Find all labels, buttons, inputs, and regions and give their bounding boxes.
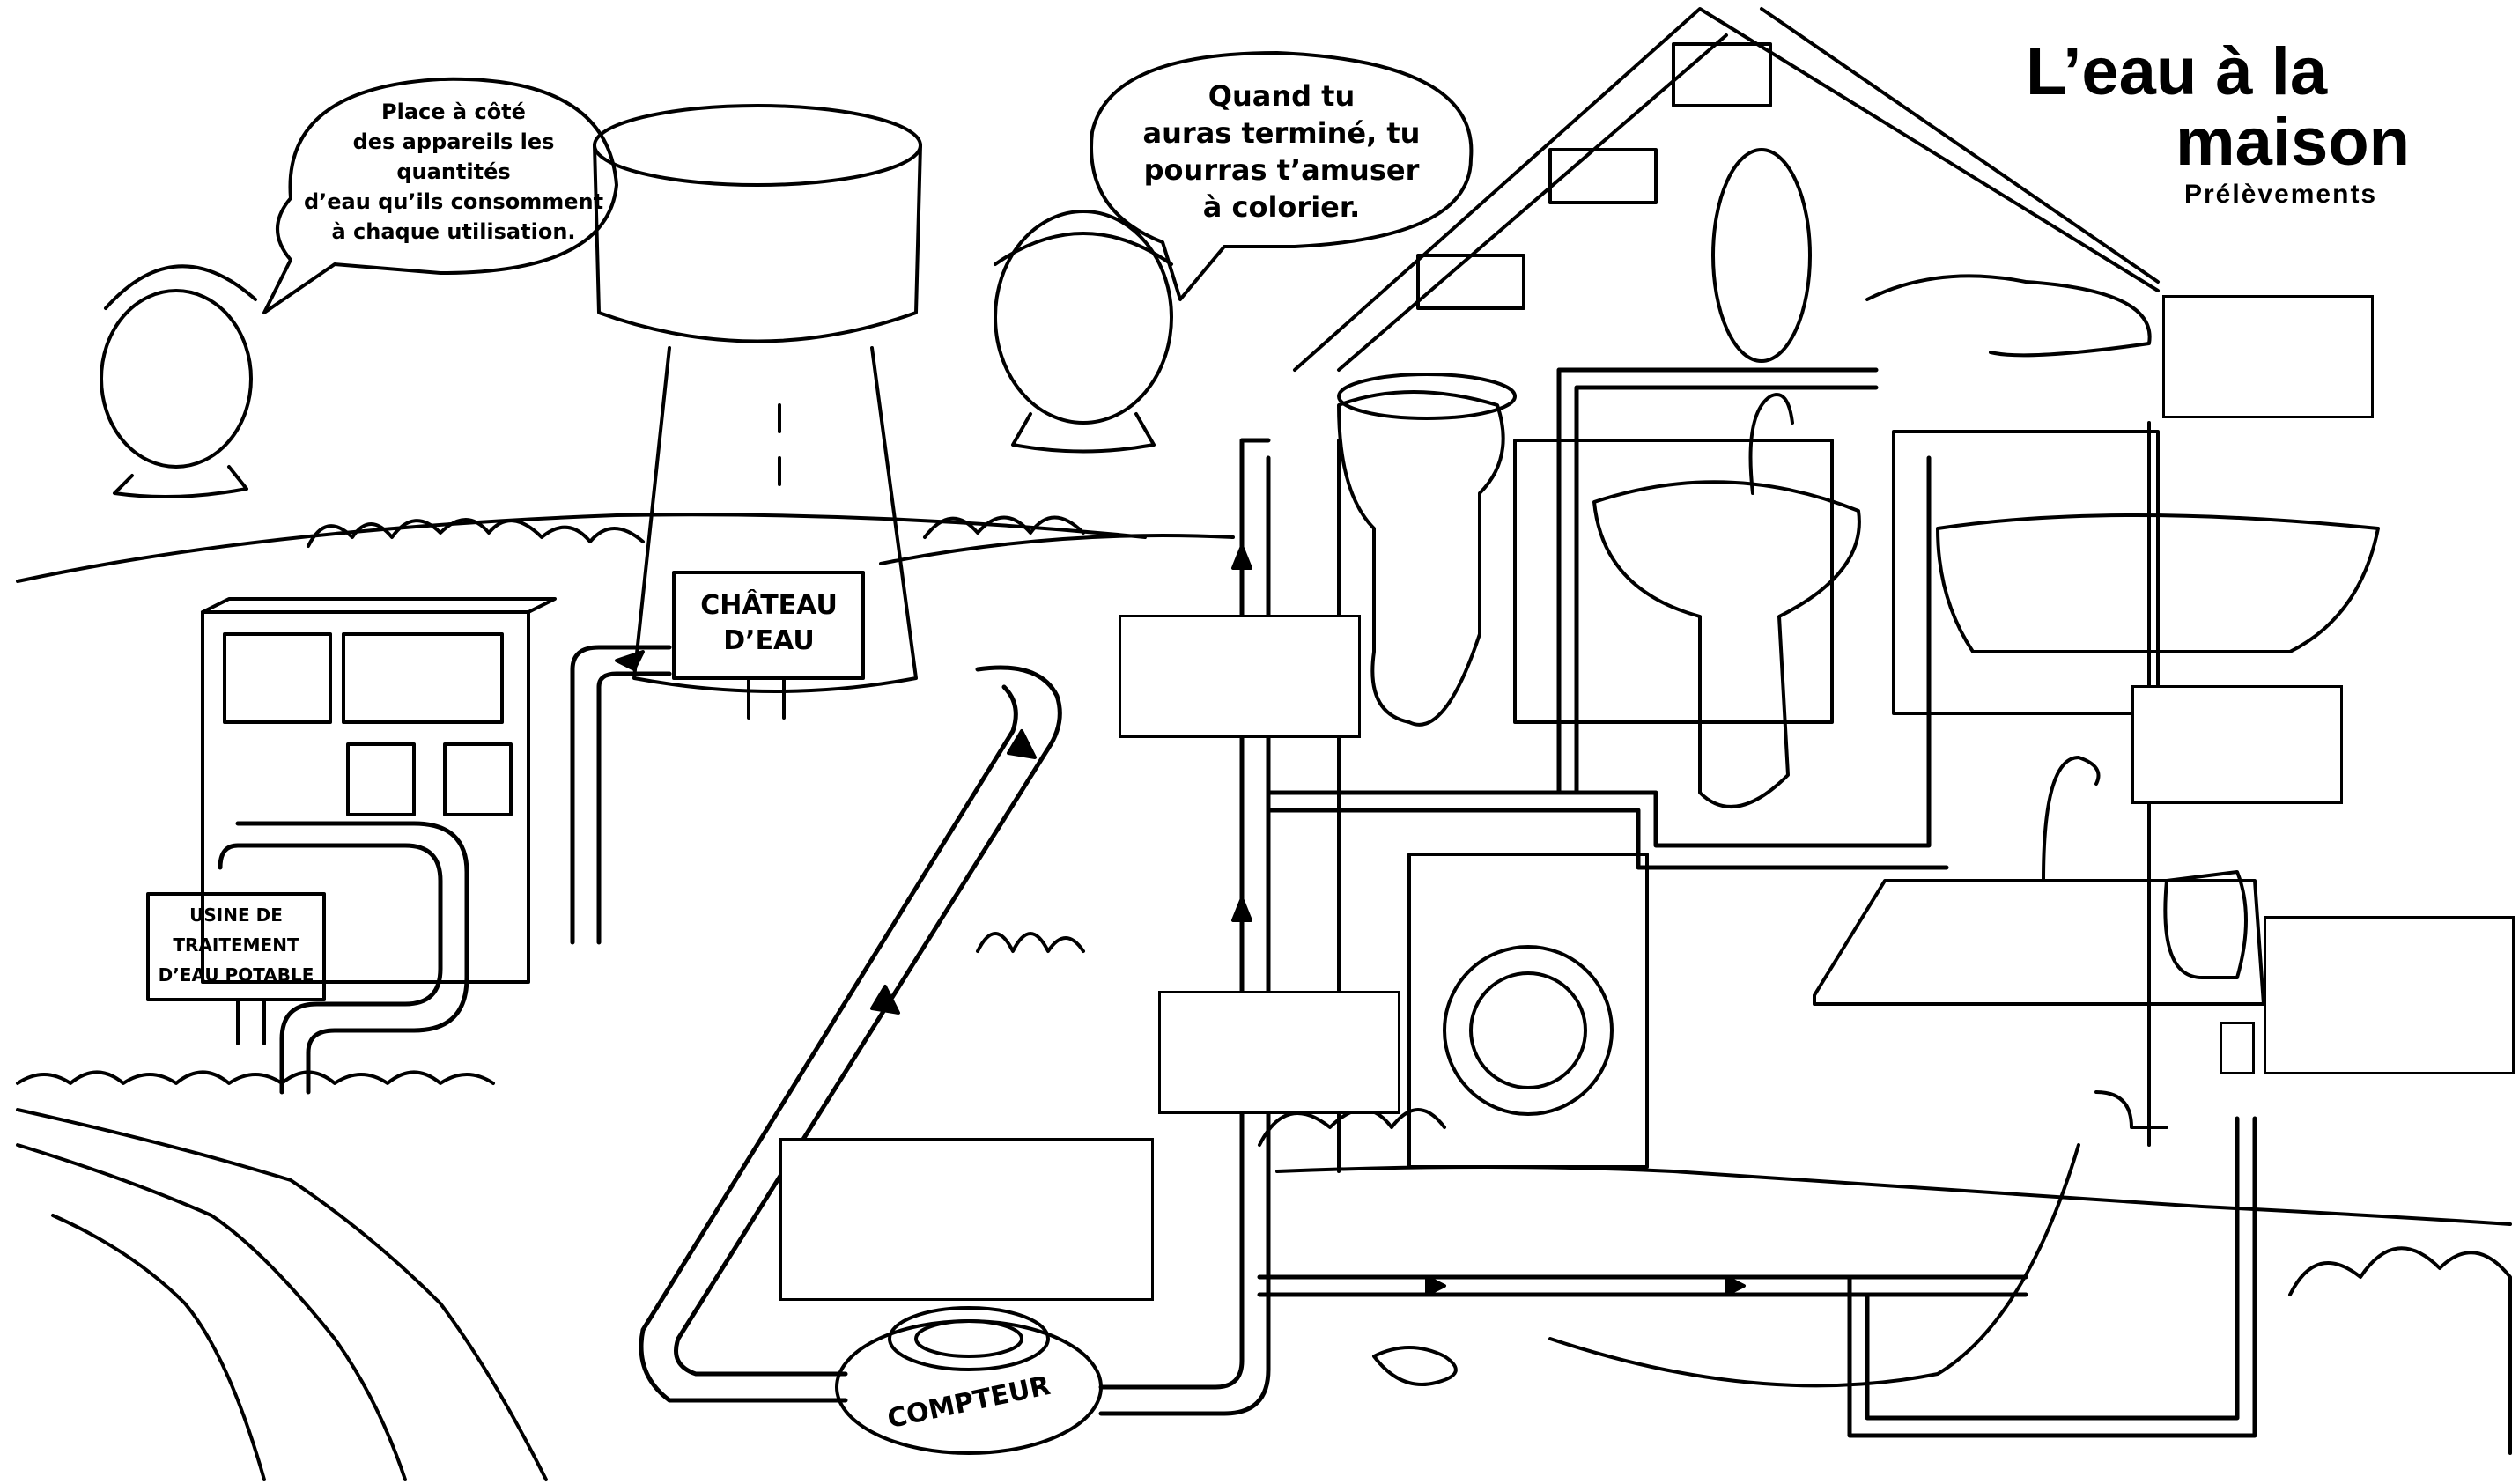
boy-bubble-line-4: à chaque utilisation. — [331, 219, 576, 244]
boy-bubble-line-3: d’eau qu’ils consomment — [303, 189, 604, 214]
plant-building — [201, 610, 530, 984]
girl-bubble-line-2: auras terminé, tu — [1142, 116, 1421, 150]
boy-bubble-line-1: Place à côté — [381, 100, 526, 124]
pipe-garden — [1847, 1116, 2257, 1438]
answer-box-kitchen[interactable] — [2264, 916, 2515, 1074]
arrow-icon — [1007, 729, 1037, 759]
girl-bubble-line-4: à colorier. — [1202, 190, 1361, 224]
water-tower — [593, 104, 922, 720]
tower-sign-line-2: D’EAU — [723, 625, 815, 656]
arrow-icon — [1425, 1275, 1446, 1296]
grass-left — [16, 1070, 495, 1085]
answer-box-washing-machine[interactable] — [1158, 991, 1400, 1114]
bushes-top — [307, 518, 645, 548]
page-subtitle: Prélèvements — [2184, 180, 2378, 209]
girl-bubble-line-1: Quand tu — [1208, 79, 1356, 113]
riverbank — [16, 1108, 548, 1481]
boy-bubble-line-2: des appareils les quantités — [352, 129, 555, 184]
shrubs-house — [1258, 1108, 1446, 1147]
plant-sign-line-1: USINE DE — [189, 904, 283, 926]
characters — [100, 210, 1173, 498]
pipe-plant-tower — [570, 645, 672, 945]
ground-right — [1275, 1165, 2512, 1226]
page-title-line2: maison — [2176, 105, 2411, 180]
treatment-plant — [146, 597, 557, 1045]
roof — [1293, 7, 2160, 372]
plant-sign: USINE DE TRAITEMENT D’EAU POTABLE — [145, 900, 327, 990]
plant-window-3 — [346, 742, 416, 816]
tower-shaft — [632, 346, 918, 693]
answer-box-shower[interactable] — [2162, 295, 2374, 418]
plant-window-4 — [443, 742, 513, 816]
girl-bubble — [1090, 51, 1474, 301]
pipes — [218, 367, 2257, 1438]
flow-arrows — [615, 544, 1746, 1296]
arrow-icon — [615, 650, 645, 671]
shower-hose — [1865, 274, 2152, 358]
arrow-icon — [870, 985, 900, 1015]
kitchen-tap — [2042, 756, 2101, 882]
pipe-house-main — [1266, 455, 1932, 848]
sink — [1592, 480, 1861, 808]
kitchen-counter — [1813, 879, 2265, 1006]
mirror — [1711, 148, 1812, 363]
answer-box-small[interactable] — [2220, 1022, 2255, 1074]
sink-tap — [1748, 393, 1794, 495]
girl-bubble-line-3: pourras t’amuser — [1143, 153, 1420, 187]
speech-bubbles — [262, 51, 1474, 314]
appliances — [1337, 148, 2380, 1388]
boy-bubble — [262, 77, 618, 314]
river-line2 — [51, 1214, 266, 1481]
page-title-line1: L’eau à la — [2026, 34, 2328, 109]
boy-bubble-text: Place à côté des appareils les quantités… — [295, 97, 612, 247]
bushes-mid — [923, 515, 1085, 539]
plant-sign-line-3: D’EAU POTABLE — [158, 964, 314, 986]
tower-sign: CHÂTEAU D’EAU — [676, 588, 861, 659]
toilet — [1337, 390, 1505, 727]
girl-head — [994, 210, 1173, 425]
plant-window-2 — [342, 632, 504, 724]
shrubs-right — [2288, 1246, 2512, 1455]
answer-box-bathtub[interactable] — [2131, 685, 2343, 804]
pipe-tower-down — [674, 665, 1062, 1377]
arrow-icon — [1725, 1275, 1746, 1296]
landscape — [16, 513, 2512, 1481]
arrow-icon — [1231, 544, 1252, 570]
river-line — [16, 1143, 407, 1481]
pitcher — [2163, 870, 2248, 979]
tank-top — [593, 104, 922, 187]
tower-sign-line-1: CHÂTEAU — [700, 590, 838, 621]
washing-machine — [1407, 853, 1649, 1169]
grass-tuft — [976, 932, 1085, 953]
plant-window-1 — [223, 632, 332, 724]
boy-head — [100, 289, 253, 469]
plant-sign-line-2: TRAITEMENT — [173, 934, 299, 956]
answer-box-toilet[interactable] — [1119, 615, 1361, 738]
puddle — [1372, 1346, 1458, 1386]
girl-bubble-text: Quand tu auras terminé, tu pourras t’amu… — [1101, 78, 1462, 225]
pipe-shower — [1556, 367, 1879, 795]
tank-body — [593, 144, 922, 343]
arrow-icon — [1231, 897, 1252, 922]
garden-tap — [2094, 1090, 2168, 1129]
answer-box-meter[interactable] — [779, 1138, 1154, 1301]
tower-sign-board — [672, 571, 865, 680]
hill-right — [879, 534, 1235, 565]
bathtub — [1936, 513, 2380, 653]
pipe-meter-house — [1098, 438, 1271, 1390]
garden-hose — [1548, 1143, 2080, 1388]
water-meter — [835, 1306, 1103, 1455]
pipe-river-plant — [218, 843, 443, 1095]
